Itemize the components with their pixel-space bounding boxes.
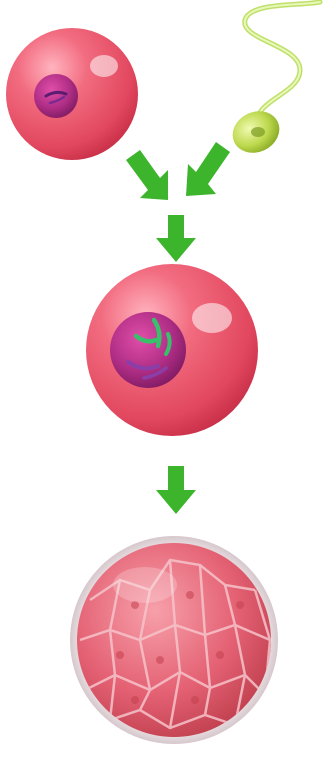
arrow-egg-to-zygote	[126, 150, 168, 200]
sperm-cell	[226, 2, 320, 160]
egg-nucleus	[34, 74, 78, 118]
egg-cell	[6, 28, 138, 160]
zygote-nucleus	[110, 312, 186, 388]
arrow-sperm-to-zygote	[186, 142, 230, 196]
zygote	[86, 264, 258, 436]
cell-cluster	[70, 536, 278, 744]
arrow-down-to-zygote	[156, 215, 196, 262]
arrow-zygote-to-cluster	[156, 466, 196, 514]
